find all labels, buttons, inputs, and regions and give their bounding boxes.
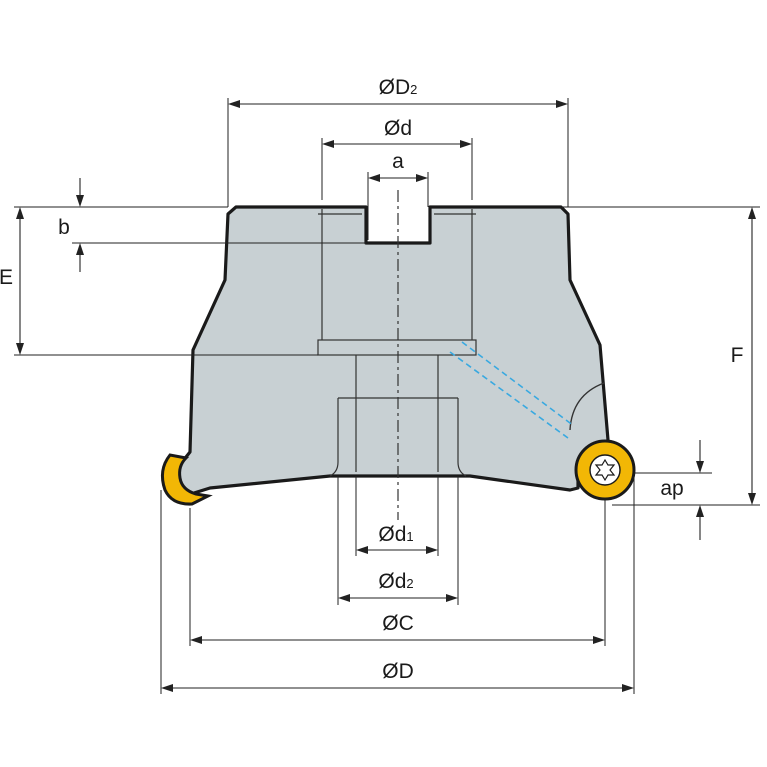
coolant-channel [449,341,575,439]
label-e-dimension: E [0,266,13,289]
label-bore-diameter: Ød [384,117,412,140]
label-c-diameter: ØC [382,612,414,635]
label-ap-depth: ap [660,477,683,500]
torx-screw-icon [589,454,621,486]
label-d1-diameter: Ød1 [378,523,413,546]
cutter-body [166,205,610,500]
label-d-diameter: ØD [382,660,414,683]
label-d2-diameter: ØD2 [379,76,418,99]
label-keyway-width: a [392,150,404,173]
label-f-height: F [731,344,744,367]
label-d2-small-diameter: Ød2 [378,570,413,593]
right-insert [574,439,636,501]
dimension-lines [14,98,760,694]
label-keyway-depth: b [58,216,70,239]
left-insert [160,453,213,506]
